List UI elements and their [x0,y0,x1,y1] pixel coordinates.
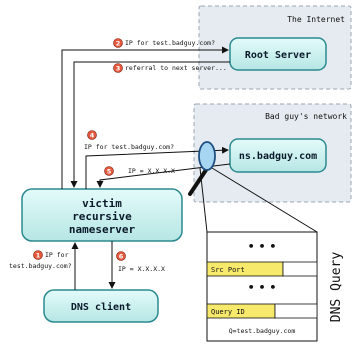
step-3-label: referral to next server... [125,64,227,72]
step-5-label: IP = X.X.X.X [128,167,175,175]
packet-dots-top: • • • [248,240,277,253]
step-4-badge [87,130,97,140]
internet-region-label: The Internet [287,15,345,24]
step-1-label-line1: IP for [45,251,69,259]
step-6-number: 6 [119,253,124,261]
victim-label-line3: nameserver [69,223,136,236]
step-2-number: 2 [116,40,121,48]
step-6-arrow: 6 IP = X.X.X.X [108,241,165,289]
ns-badguy-label: ns.badguy.com [239,151,317,162]
ns-badguy-node: ns.badguy.com [229,138,327,173]
step-3-badge [113,63,123,73]
step-4-label: IP for test.badguy.com? [84,143,174,151]
step-5-badge [104,166,114,176]
step-1-label-line2: test.badguy.com? [9,262,72,270]
dns-client-node: DNS client [43,289,159,323]
root-server-node: Root Server [229,37,327,71]
step-1-number: 1 [36,252,41,260]
dns-client-label: DNS client [71,301,131,313]
victim-nameserver-node: victim recursive nameserver [21,188,183,242]
step-3-arrow: 3 referral to next server... [70,61,230,188]
query-name-label: Q=test.badguy.com [229,327,296,335]
dns-query-packet: • • • Src Port • • • Query ID Q=test.bad… [206,231,344,342]
step-6-badge [116,251,126,261]
step-2-arrow: 2 IP for test.badguy.com? [61,38,229,189]
step-4-number: 4 [90,132,95,140]
magnifying-glass-icon [188,141,216,196]
packet-dots-middle: • • • [248,281,277,294]
src-port-label: Src Port [211,266,245,274]
step-5-arrow: 5 IP = X.X.X.X [96,163,231,188]
step-1-badge [33,250,43,260]
victim-label-line1: victim [82,197,122,210]
root-server-label: Root Server [245,50,311,61]
dns-query-title: DNS Query [329,252,344,323]
step-6-label: IP = X.X.X.X [118,265,165,273]
badguy-network-region-label: Bad guy's network [265,112,347,121]
step-5-number: 5 [107,168,112,176]
query-id-label: Query ID [211,308,245,316]
zoom-lines [199,167,318,233]
step-4-arrow: 4 IP for test.badguy.com? [84,130,229,189]
step-3-number: 3 [116,65,121,73]
victim-label-line2: recursive [72,210,132,223]
step-2-badge [113,38,123,48]
step-1-arrow: 1 IP for test.badguy.com? [9,242,79,290]
step-2-label: IP for test.badguy.com? [125,39,215,47]
